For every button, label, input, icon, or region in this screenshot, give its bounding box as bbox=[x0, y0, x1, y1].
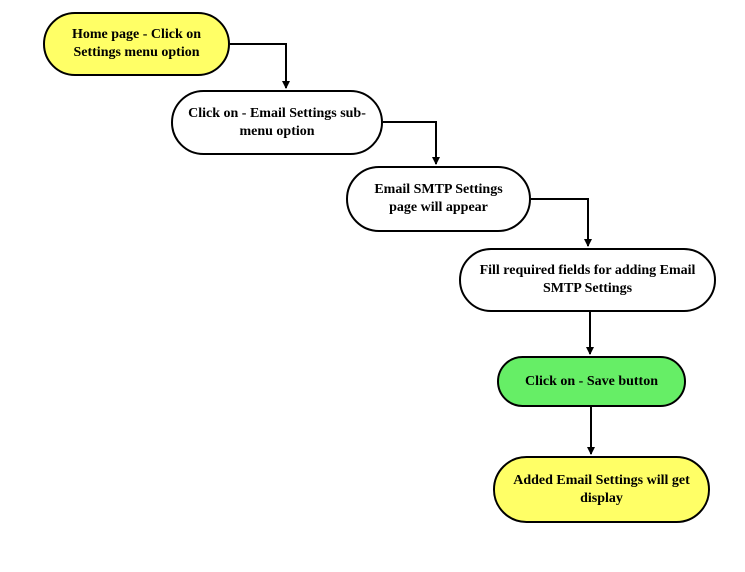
step-label: Fill required fields for adding Email SM… bbox=[479, 263, 696, 296]
step-label: Home page - Click on Settings menu optio… bbox=[71, 27, 202, 60]
step-fill-required-fields: Fill required fields for adding Email SM… bbox=[459, 248, 716, 312]
step-label: Click on - Save button bbox=[524, 373, 659, 389]
step-smtp-settings-page: Email SMTP Settings page will appear bbox=[346, 166, 531, 232]
step-label: Click on - Email Settings sub-menu optio… bbox=[188, 105, 366, 139]
step-home-page-settings: Home page - Click on Settings menu optio… bbox=[43, 12, 230, 76]
step-label: Added Email Settings will get display bbox=[513, 472, 690, 506]
step-label: Email SMTP Settings page will appear bbox=[374, 182, 503, 215]
connector-n2-n3 bbox=[383, 121, 440, 165]
step-email-settings-submenu: Click on - Email Settings sub-menu optio… bbox=[171, 90, 383, 155]
connector-n3-n4 bbox=[531, 198, 592, 247]
connector-n1-n2 bbox=[230, 43, 290, 89]
step-email-settings-displayed: Added Email Settings will get display bbox=[493, 456, 710, 523]
step-click-save: Click on - Save button bbox=[497, 356, 686, 407]
